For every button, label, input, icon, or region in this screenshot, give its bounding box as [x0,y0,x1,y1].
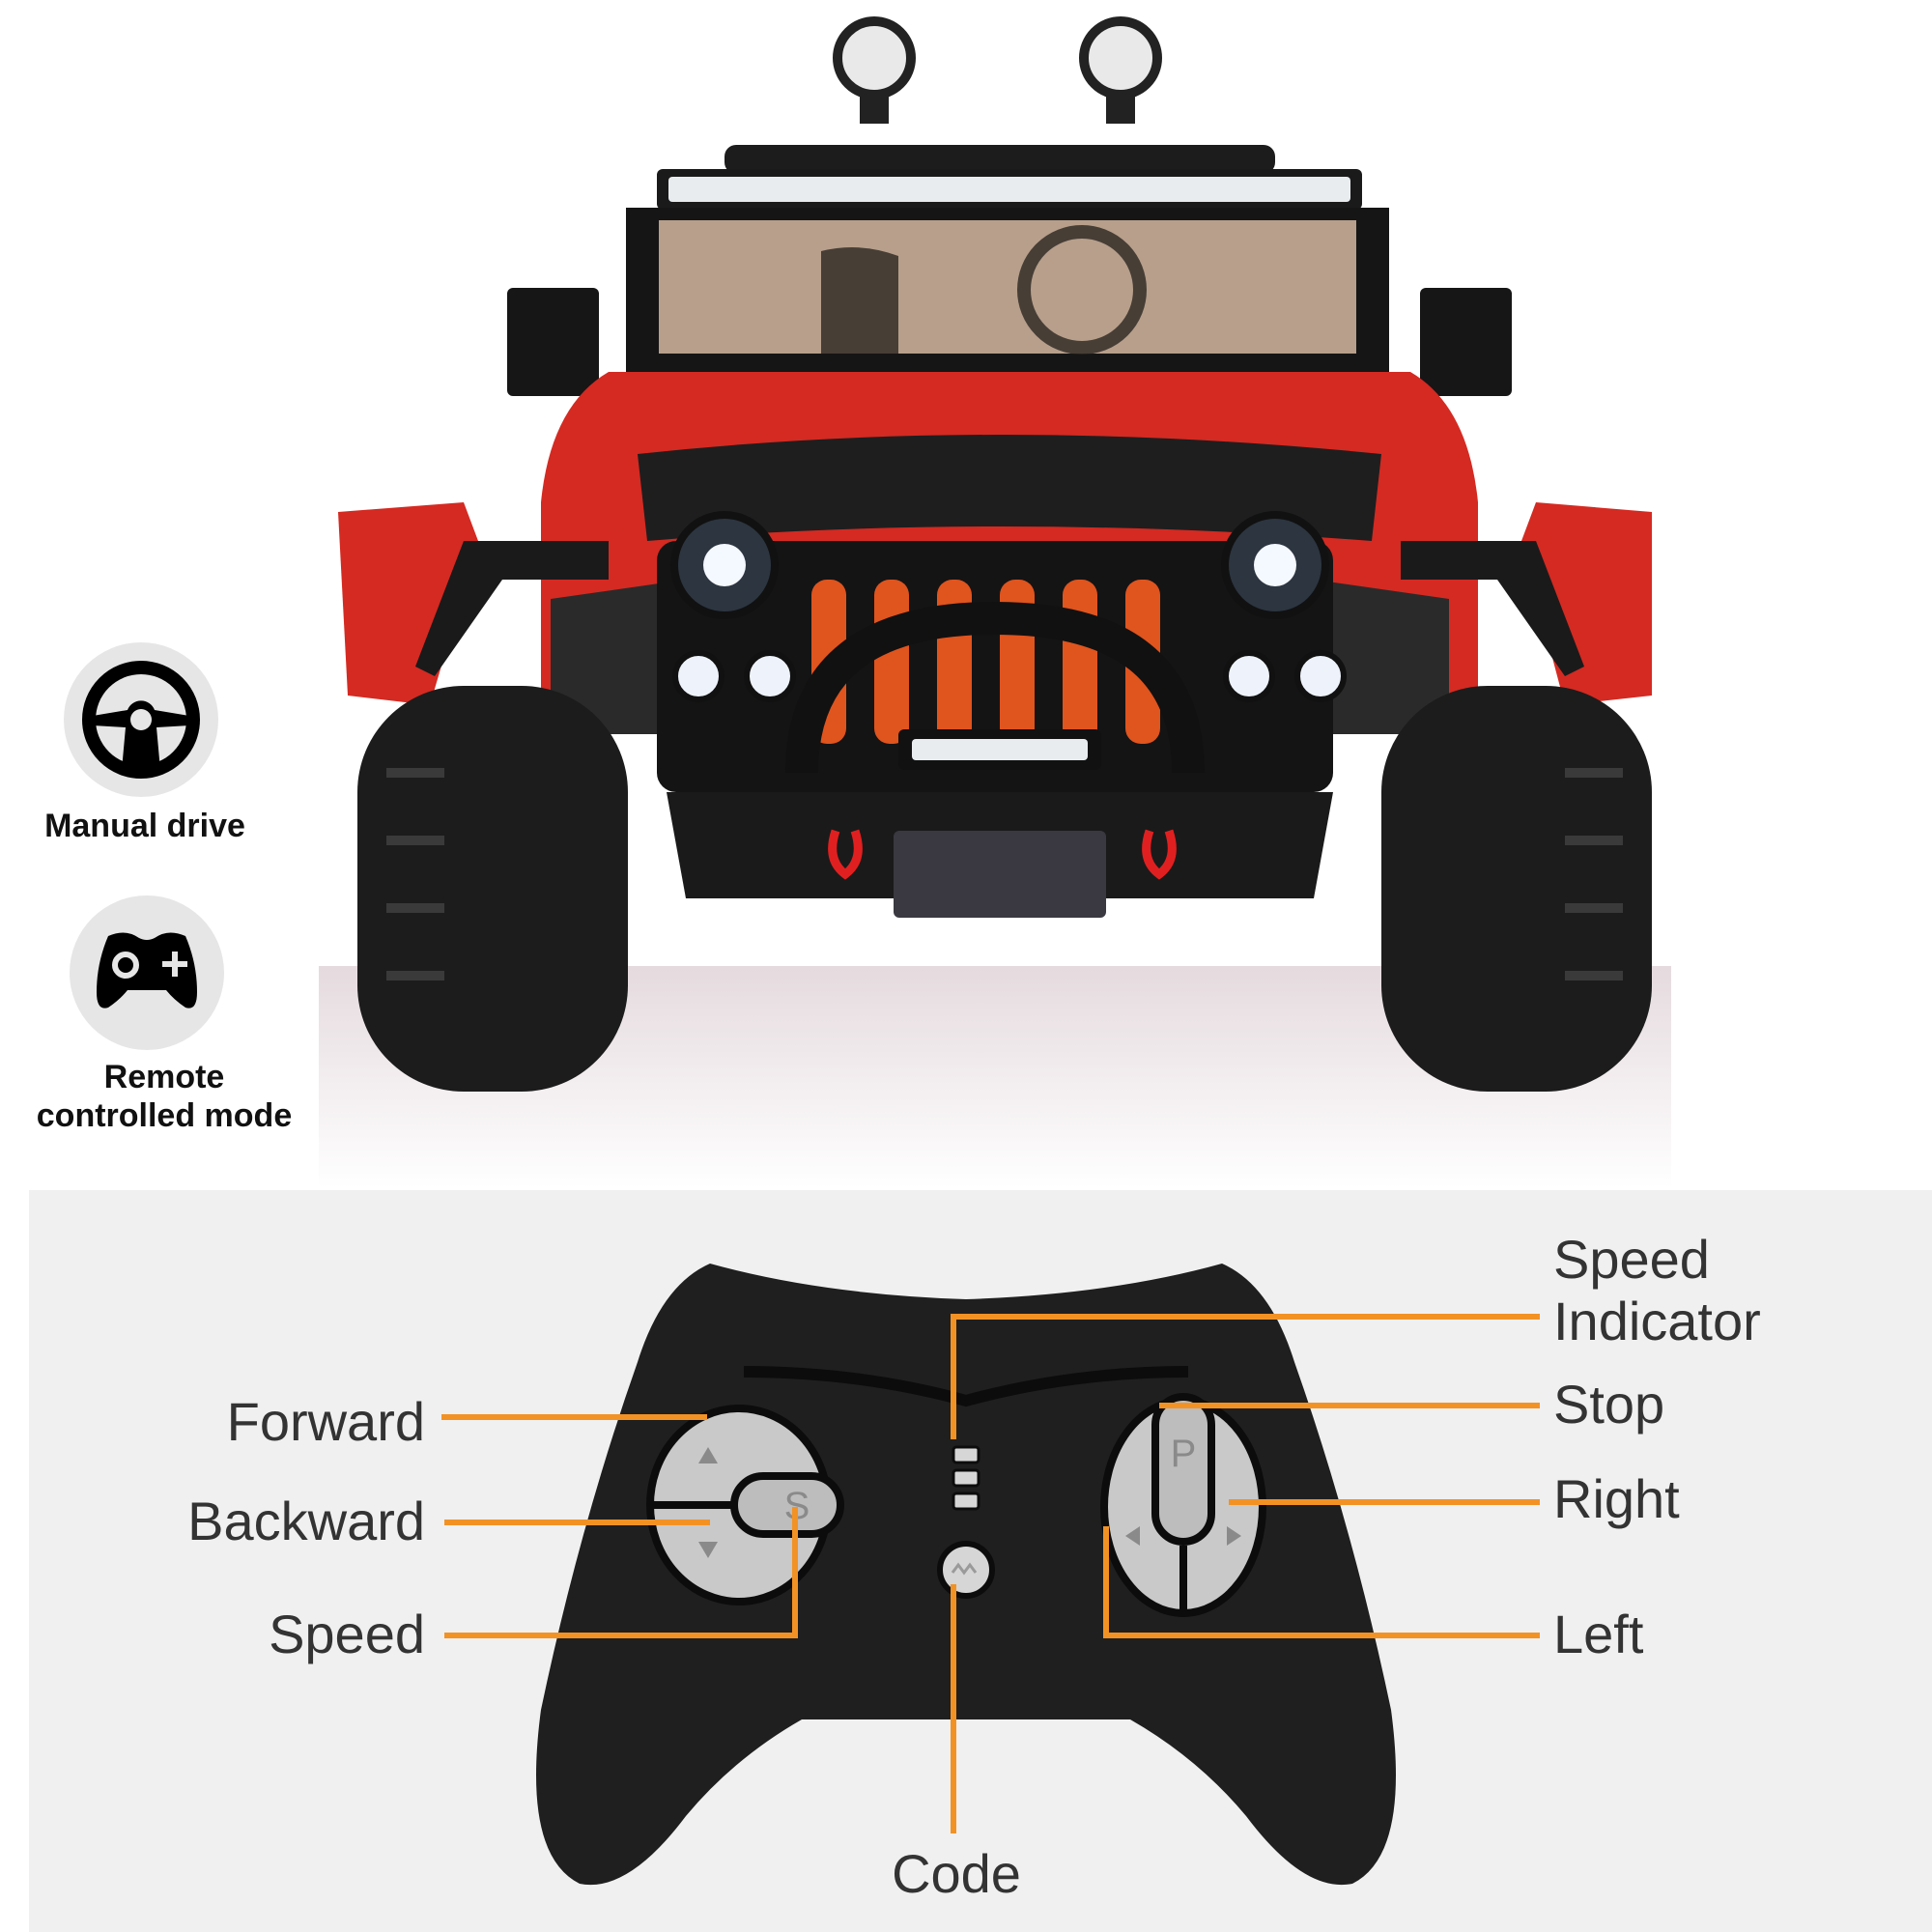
left-leader-line [1103,1633,1540,1638]
right-leader-line [1229,1499,1540,1505]
gamepad-icon [97,932,197,1009]
speed-indicator-leader-line [951,1314,1540,1320]
ride-on-jeep-image [338,16,1652,1092]
speed-leader-line-vertical [792,1507,798,1638]
code-label: Code [892,1843,1021,1904]
remote-mode-label-line2: controlled mode [36,1097,293,1134]
remote-controller-image: S P [536,1264,1396,1886]
remote-mode-label-line1: Remote [103,1059,225,1095]
manual-drive-label: Manual drive [44,808,245,844]
park-button [1151,1393,1215,1546]
speed-indicator-label: Speed Indicator [1553,1229,1761,1352]
code-leader-line [951,1584,956,1833]
svg-text:P: P [1171,1433,1197,1475]
speed-button [730,1472,844,1538]
roof-lamps [833,16,1162,124]
backward-label: Backward [187,1491,425,1551]
left-label: Left [1553,1604,1644,1664]
remote-mode-badge [70,895,224,1050]
stop-label: Stop [1553,1374,1665,1435]
remote-mode-label: Remote controlled mode [19,1058,309,1135]
manual-drive-badge [64,642,218,797]
steering-wheel-icon [82,661,200,779]
stop-leader-line [1159,1403,1540,1408]
left-leader-line-vertical [1103,1526,1109,1638]
speed-leader-line [444,1633,798,1638]
backward-leader-line [444,1520,710,1525]
right-label: Right [1553,1468,1680,1529]
forward-label: Forward [226,1391,425,1452]
speed-label: Speed [269,1604,425,1664]
speed-indicator-label-line2: Indicator [1553,1291,1761,1351]
forward-leader-line [441,1414,707,1420]
speed-indicator-label-line1: Speed [1553,1229,1710,1290]
speed-indicator-leader-line-vertical [951,1314,956,1439]
